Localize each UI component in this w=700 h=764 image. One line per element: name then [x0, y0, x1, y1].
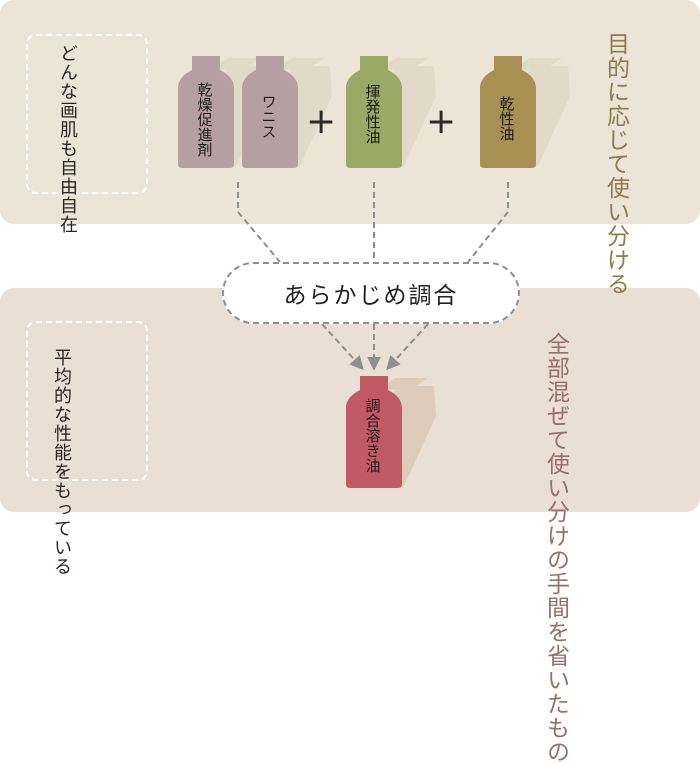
bottle-drying-oil: 乾性油	[478, 56, 570, 168]
plus-sign-1: +	[306, 101, 337, 142]
bottle-body	[480, 56, 536, 168]
premix-label: あらかじめ調合	[222, 262, 520, 324]
bottle-label: ワニス	[259, 94, 278, 139]
bottle-body	[346, 376, 402, 488]
bottle-varnish: ワニス	[240, 56, 332, 168]
flow-arrow-left	[321, 323, 364, 371]
bottom-note-box	[26, 321, 148, 481]
flow-line-right	[467, 182, 509, 263]
bottle-body	[242, 56, 298, 168]
bottle-label: 乾性油	[497, 96, 516, 141]
bottle-label: 揮発性油	[363, 84, 382, 144]
plus-sign-2: +	[426, 101, 457, 142]
bottle-body	[346, 56, 402, 168]
top-note-box	[26, 34, 148, 194]
bottle-volatile-oil: 揮発性油	[344, 56, 436, 168]
bottle-drying-agent: 乾燥促進剤	[176, 56, 268, 168]
bottle-label: 調合溶き油	[363, 398, 382, 473]
bottle-body	[178, 56, 234, 168]
flow-line-left	[237, 182, 281, 263]
bottle-blended-medium: 調合溶き油	[344, 376, 436, 488]
flow-arrow-right	[386, 323, 429, 371]
bottle-label: 乾燥促進剤	[195, 82, 214, 157]
flow-arrows	[237, 182, 509, 371]
